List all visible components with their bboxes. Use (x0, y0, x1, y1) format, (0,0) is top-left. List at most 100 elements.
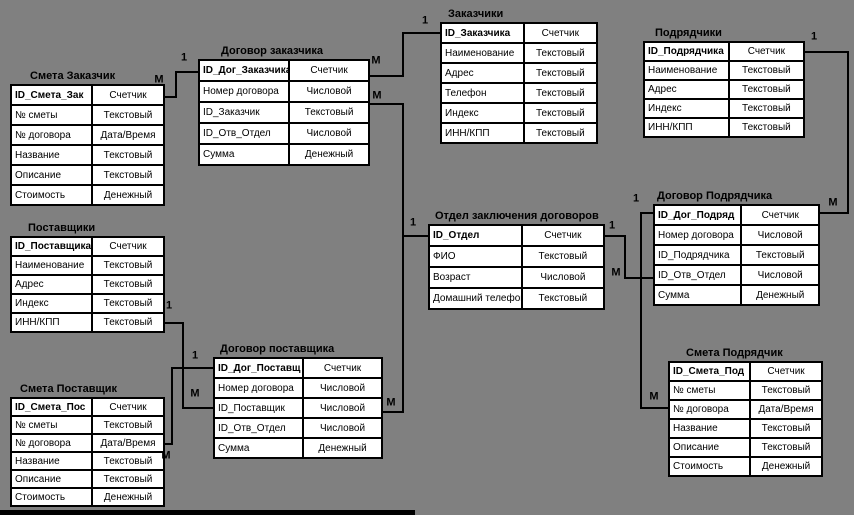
field-type: Счетчик (740, 204, 820, 226)
field-name: ID_Поставщика (9, 236, 94, 257)
relationship-line-postavshiki--dogovor-postavshika[interactable] (165, 322, 213, 409)
field-name: ID_Поставщик (212, 397, 305, 419)
relationship-line-dogovor-podryadchika--smeta-podryadchik[interactable] (640, 212, 668, 409)
entity-title: Поставщики (28, 222, 96, 234)
field-name: Описание (9, 469, 94, 489)
field-type: Дата/Время (91, 433, 165, 453)
relationship-line-podryadchiki--dogovor-podryadchika[interactable] (805, 51, 849, 214)
cardinality-label: 1 (191, 349, 199, 362)
entity-title: Договор заказчика (221, 45, 323, 57)
relationship-line-dogovor-zakazchika--zakazchiki[interactable] (370, 32, 440, 77)
field-name: ИНН/КПП (643, 117, 730, 138)
relationship-line-otdel--dogovor-podryadchika[interactable] (605, 235, 653, 279)
relationship-line-dogovor-postavshika--otdel[interactable] (383, 236, 404, 413)
cardinality-label: 1 (810, 30, 818, 43)
cardinality-label: M (372, 89, 382, 102)
field-type: Текстовый (522, 122, 599, 144)
field-name: ID_Смета_Пос (9, 397, 94, 417)
relationship-line-smeta-postavshik--dogovor-postavshika[interactable] (165, 367, 213, 445)
field-name: ID_Заказчика (440, 22, 525, 44)
field-name: Номер договора (212, 377, 305, 399)
field-type: Текстовый (91, 255, 165, 276)
field-name: ID_Подрядчика (643, 41, 730, 62)
field-name: ID_Отв_Отдел (197, 122, 291, 145)
field-name: Название (9, 144, 94, 166)
field-type: Текстовый (91, 104, 165, 126)
field-type: Текстовый (522, 82, 599, 104)
field-type: Текстовый (749, 418, 823, 439)
relationship-line-dogovor-zakazchika--otdel[interactable] (370, 103, 428, 237)
field-type: Денежный (749, 456, 823, 477)
field-name: ID_Дог_Подряд (652, 204, 743, 226)
field-name: ID_Смета_Под (667, 361, 752, 382)
relationship-line-smeta-zakazchik--dogovor-zakazchika[interactable] (165, 71, 198, 98)
field-type: Текстовый (749, 380, 823, 401)
cardinality-label: 1 (608, 219, 616, 232)
bottom-edge-bar (0, 510, 415, 515)
